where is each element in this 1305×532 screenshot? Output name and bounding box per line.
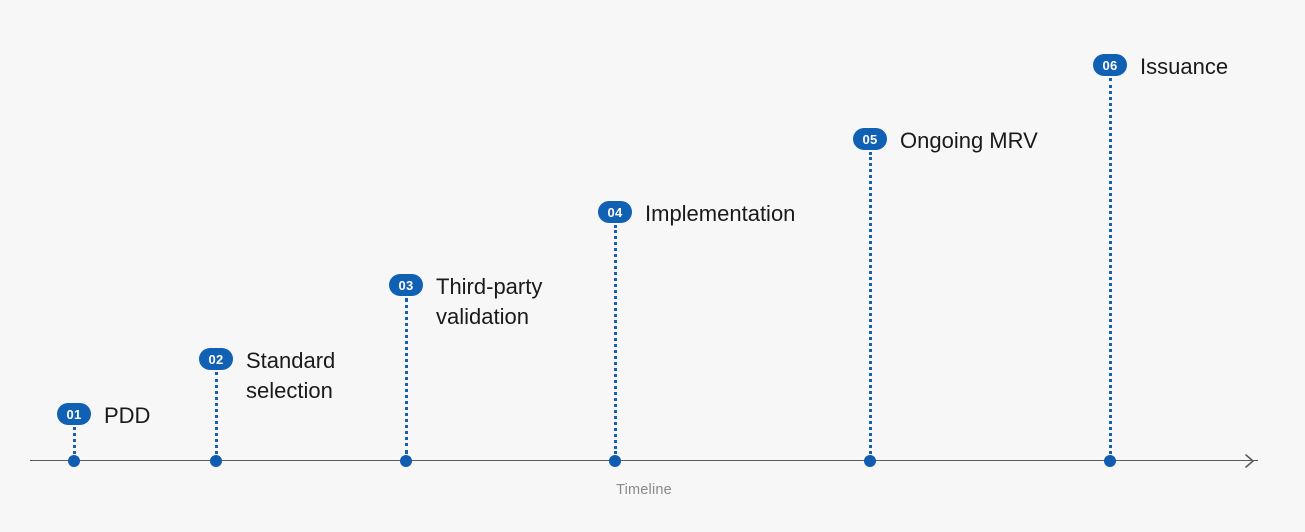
- timeline-arrow-icon: [1244, 452, 1262, 470]
- timeline-axis-line: [30, 460, 1258, 461]
- stage-number-badge[interactable]: 05: [853, 128, 887, 150]
- stage-label: Standard selection: [246, 346, 335, 406]
- stage-label: PDD: [104, 401, 150, 431]
- stage-header: 01 PDD: [57, 401, 150, 431]
- stage-label-line-2: validation: [436, 304, 529, 329]
- stage-number-badge[interactable]: 01: [57, 403, 91, 425]
- stage-connector-line: [868, 152, 875, 454]
- stage-axis-dot[interactable]: [210, 455, 222, 467]
- timeline-axis-caption: Timeline: [616, 482, 672, 498]
- stage-connector-line: [1108, 78, 1115, 454]
- stage-label: Issuance: [1140, 52, 1228, 82]
- stage-axis-dot[interactable]: [68, 455, 80, 467]
- stage-connector-line: [404, 298, 411, 454]
- stage-header: 05 Ongoing MRV: [853, 126, 1038, 156]
- stage-connector-line: [214, 372, 221, 454]
- stage-number-badge[interactable]: 03: [389, 274, 423, 296]
- stage-label: Implementation: [645, 199, 795, 229]
- stage-connector-line: [613, 225, 620, 454]
- stage-axis-dot[interactable]: [1104, 455, 1116, 467]
- stage-number-badge[interactable]: 02: [199, 348, 233, 370]
- stage-axis-dot[interactable]: [864, 455, 876, 467]
- stage-number-badge[interactable]: 04: [598, 201, 632, 223]
- stage-header: 03 Third-party validation: [389, 272, 542, 332]
- stage-header: 06 Issuance: [1093, 52, 1228, 82]
- stage-label-line-1: Implementation: [645, 201, 796, 226]
- stage-label-line-1: Standard: [246, 348, 336, 373]
- stage-label-line-1: PDD: [104, 403, 151, 428]
- stage-number-badge[interactable]: 06: [1093, 54, 1127, 76]
- stage-label-line-1: Third-party: [436, 274, 543, 299]
- stage-header: 04 Implementation: [598, 199, 795, 229]
- stage-label-line-1: Issuance: [1140, 54, 1229, 79]
- stage-header: 02 Standard selection: [199, 346, 335, 406]
- stage-axis-dot[interactable]: [609, 455, 621, 467]
- stage-connector-line: [72, 427, 79, 454]
- stage-label-line-1: Ongoing MRV: [900, 128, 1038, 153]
- stage-label: Ongoing MRV: [900, 126, 1038, 156]
- stage-label-line-2: selection: [246, 378, 333, 403]
- stage-label: Third-party validation: [436, 272, 542, 332]
- stage-axis-dot[interactable]: [400, 455, 412, 467]
